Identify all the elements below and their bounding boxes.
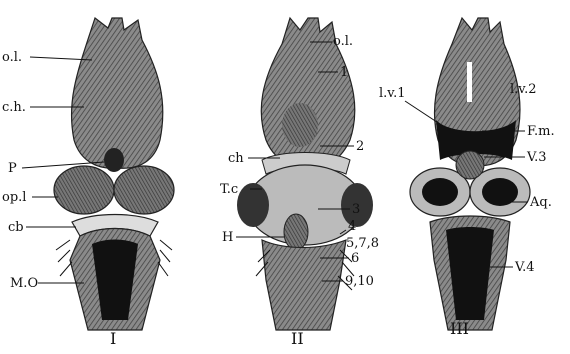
- label-fig3-fm: F.m.: [527, 124, 555, 139]
- fig1-optic-lobe-right: [114, 166, 174, 214]
- fig3-optocoel-left: [422, 178, 458, 206]
- fig3-third-ventricle: [456, 151, 484, 179]
- label-fig3-aq: Aq.: [529, 195, 552, 210]
- label-fig2-6: 6: [351, 251, 359, 266]
- label-fig2-ol: o.l.: [333, 34, 353, 49]
- label-fig3-lv2: l.v.2: [510, 82, 537, 97]
- fig1-optic-lobe-left: [54, 166, 114, 214]
- label-fig1-p: P: [8, 161, 17, 176]
- label-fig1-ch: c.h.: [2, 100, 26, 115]
- figure-numeral-3: III: [450, 319, 469, 338]
- figure-numeral-1: I: [110, 329, 116, 348]
- label-fig2-910: 9,10: [345, 274, 374, 289]
- label-fig2-4: 4: [348, 219, 356, 234]
- fig1-pineal: [104, 148, 124, 172]
- fig2-hypophysis: [284, 214, 308, 250]
- fig1-hemispheres: [71, 18, 162, 168]
- label-fig2-ch: ch: [228, 151, 244, 166]
- label-fig1-cb: cb: [8, 220, 24, 235]
- label-fig3-v4: V.4: [514, 260, 535, 275]
- figure-3-brain: [410, 18, 530, 330]
- figure-numeral-2: II: [291, 329, 304, 348]
- label-fig2-2: 2: [356, 139, 364, 154]
- label-fig2-3: 3: [352, 202, 360, 217]
- fig2-central-patch: [282, 103, 318, 147]
- label-fig1-ol: o.l.: [2, 50, 22, 65]
- fig2-medulla: [262, 240, 346, 330]
- label-fig2-tc: T.c: [220, 182, 238, 197]
- label-fig2-578: 5,7,8: [346, 236, 379, 251]
- label-fig1-mo: M.O: [10, 276, 38, 291]
- label-fig1-opl: op.l: [2, 190, 26, 205]
- label-fig2-h: H: [222, 230, 233, 245]
- fig2-tuber-cinereum: [237, 183, 269, 227]
- label-fig3-v3: V.3: [526, 150, 547, 165]
- label-fig3-lv1: l.v.1: [379, 86, 406, 101]
- fig3-median-slit: [467, 62, 472, 102]
- label-fig2-1: 1: [340, 65, 348, 80]
